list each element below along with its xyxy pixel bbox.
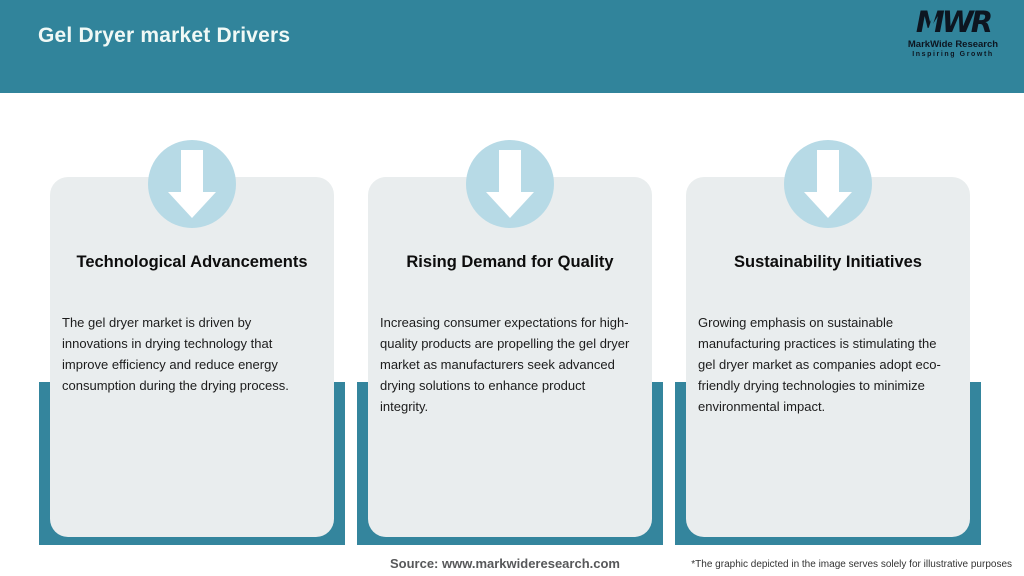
page-title: Gel Dryer market Drivers [38,24,291,47]
driver-card-rising-demand-for-quality: Rising Demand for Quality Increasing con… [357,140,663,545]
logo-company-name: MarkWide Research [907,39,999,50]
driver-card-sustainability-initiatives: Sustainability Initiatives Growing empha… [675,140,981,545]
card-panel: Sustainability Initiatives Growing empha… [686,177,970,537]
down-arrow-icon [466,140,554,228]
card-title: Sustainability Initiatives [734,253,922,271]
logo-tagline: Inspiring Growth [912,51,994,58]
card-body-text: Increasing consumer expectations for hig… [380,315,630,414]
down-arrow-icon [148,140,236,228]
card-body-text: The gel dryer market is driven by innova… [62,315,289,393]
driver-card-technological-advancements: Technological Advancements The gel dryer… [39,140,345,545]
card-panel: Rising Demand for Quality Increasing con… [368,177,652,537]
card-body-text: Growing emphasis on sustainable manufact… [698,315,941,414]
card-title: Technological Advancements [76,253,308,271]
disclaimer-text: *The graphic depicted in the image serve… [691,559,1012,570]
logo-mwr-text: MWR [915,5,993,39]
header-bar: Gel Dryer market Drivers MWR MarkWide Re… [0,0,1024,93]
card-title: Rising Demand for Quality [406,253,614,271]
source-text: Source: www.markwideresearch.com [389,556,620,571]
card-panel: Technological Advancements The gel dryer… [50,177,334,537]
down-arrow-icon [784,140,872,228]
markwide-logo: MWR MarkWide Research Inspiring Growth [898,5,1008,59]
